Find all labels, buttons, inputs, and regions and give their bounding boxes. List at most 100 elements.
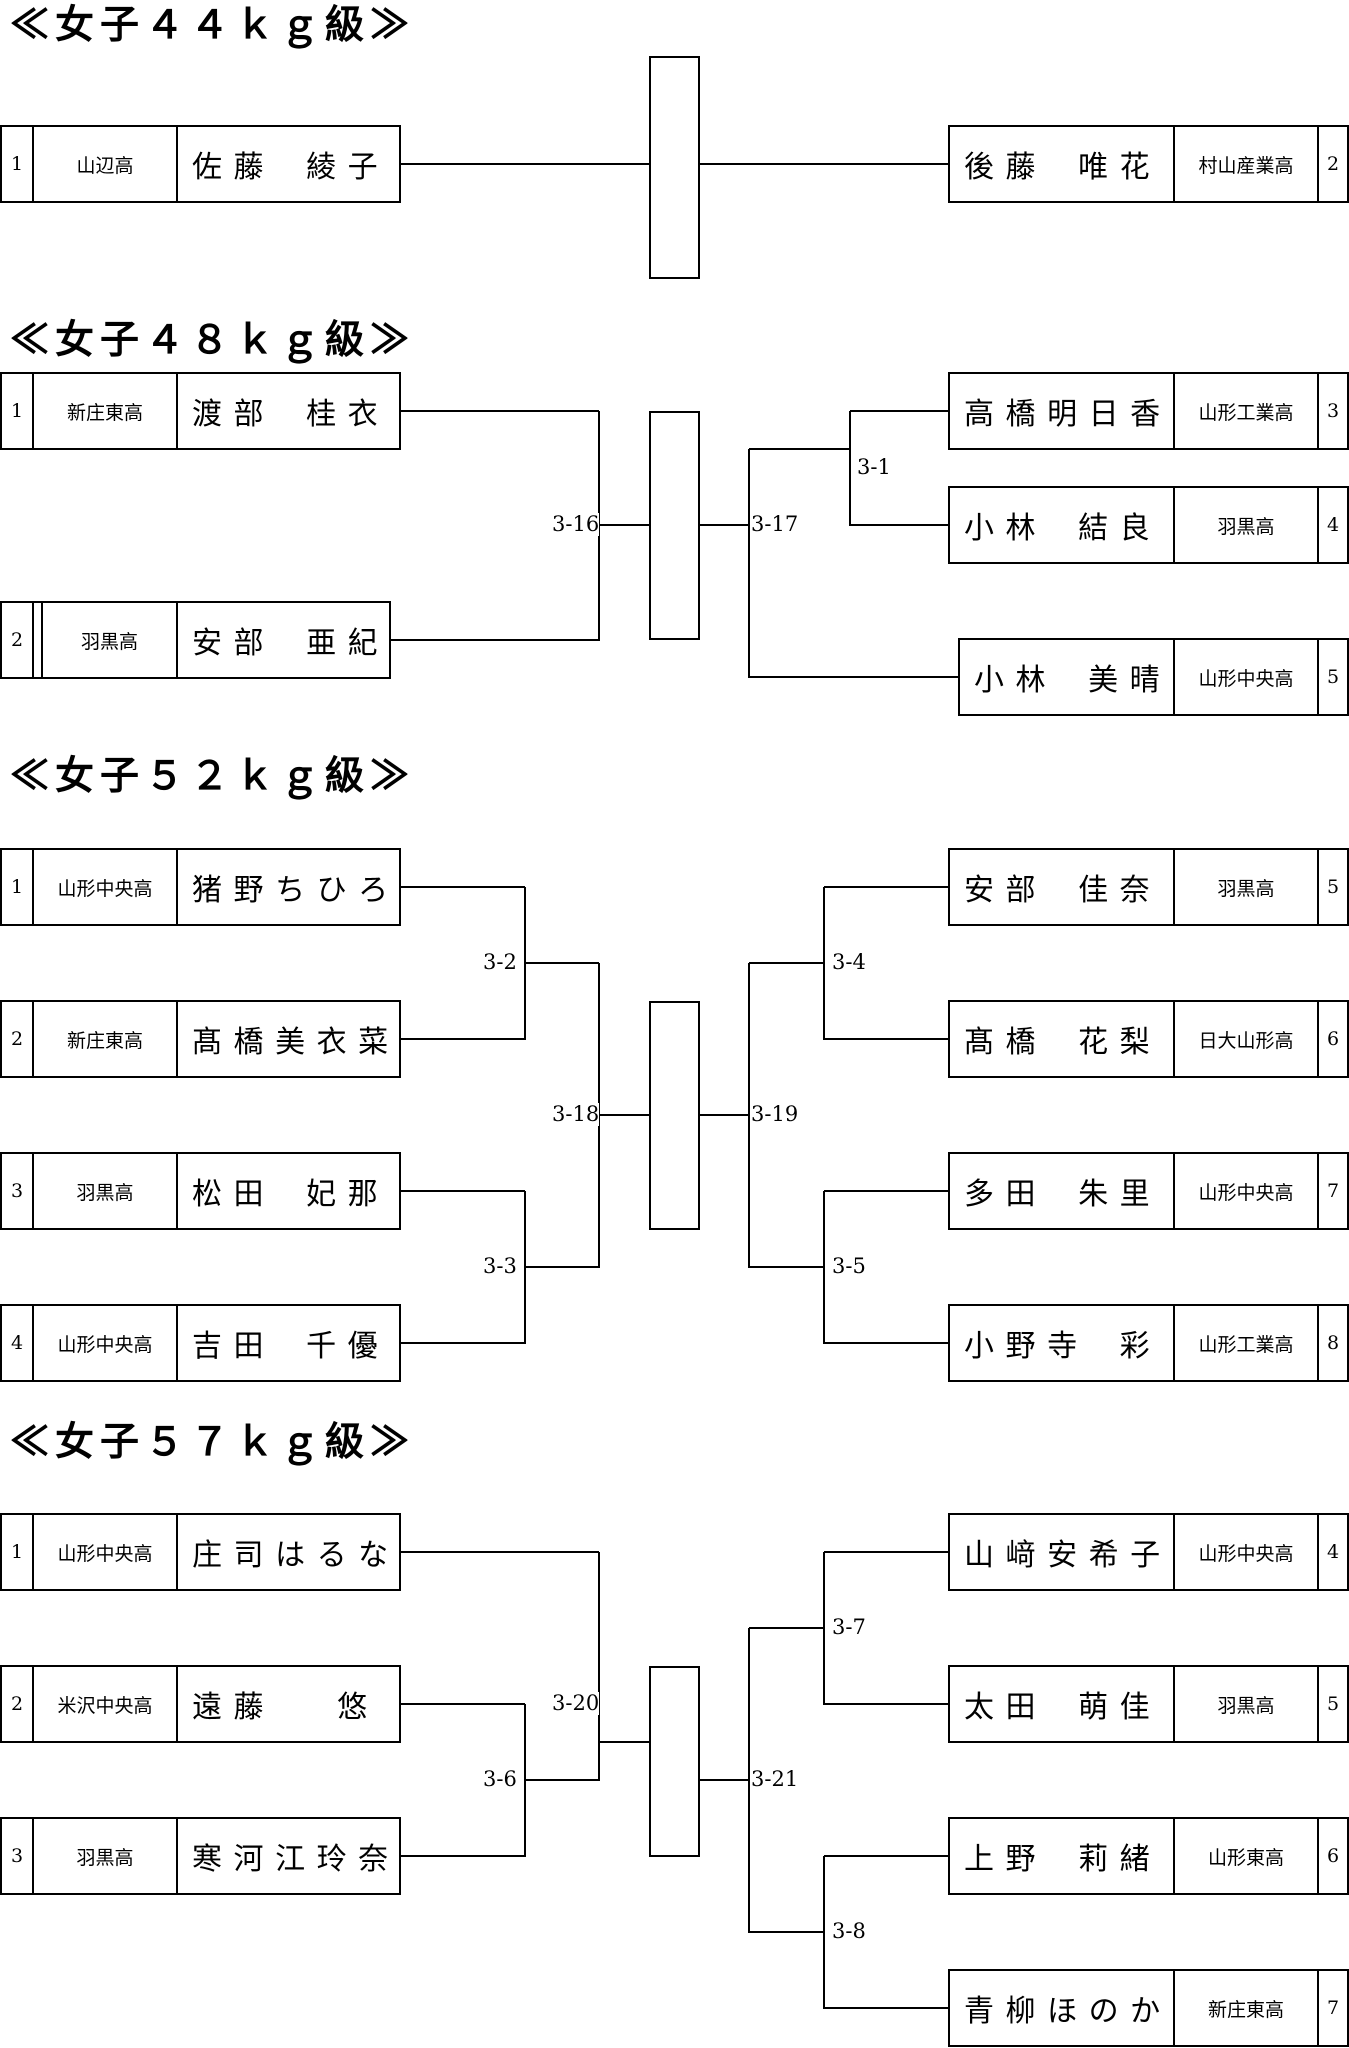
- athlete-name: 上 野 莉 緒: [964, 1842, 1151, 1877]
- connector-line: [824, 1551, 949, 1553]
- connector-line: [699, 1779, 749, 1781]
- school-name: 羽黒高: [1173, 850, 1317, 924]
- athlete-name: 髙 橋 美 衣 菜: [176, 1002, 399, 1076]
- athlete-name: 小 野 寺 彩: [964, 1329, 1151, 1364]
- school-name: 山形中央高: [32, 1306, 176, 1380]
- connector-line: [849, 411, 851, 526]
- connector-line: [400, 163, 650, 165]
- connector-line: [400, 1855, 525, 1857]
- connector-line: [749, 1266, 824, 1268]
- connector-line: [749, 1931, 824, 1933]
- seed-number: 4: [1317, 488, 1347, 562]
- result-box: [649, 411, 700, 640]
- connector-line: [748, 1628, 750, 1933]
- connector-line: [525, 962, 599, 964]
- match-number: 3-19: [751, 1102, 799, 1126]
- connector-line: [400, 410, 599, 412]
- match-number: 3-16: [552, 512, 600, 536]
- seed-number: 2: [10, 1028, 24, 1050]
- seed-number: 2: [1317, 127, 1347, 201]
- connector-line: [824, 2007, 949, 2009]
- connector-line: [699, 163, 949, 165]
- school-name: 米沢中央高: [32, 1667, 176, 1741]
- seed-number: 4: [1317, 1515, 1347, 1589]
- seed-number: 5: [1317, 640, 1347, 714]
- match-number: 3-18: [552, 1102, 600, 1126]
- connector-line: [525, 1266, 599, 1268]
- entry-left: 3 羽黒高寒 河 江 玲 奈: [0, 1817, 401, 1895]
- connector-line: [748, 963, 750, 1268]
- athlete-name: 渡 部 桂 衣: [176, 374, 399, 448]
- seed-number: 5: [1317, 850, 1347, 924]
- connector-line: [599, 1114, 650, 1116]
- weight-class-title: ≪女子５７ｋｇ級≫: [10, 1419, 416, 1465]
- connector-line: [850, 524, 949, 526]
- seed-number: 2: [10, 1693, 24, 1715]
- school-name: 羽黒高: [1173, 1667, 1317, 1741]
- weight-class-title: ≪女子４８ｋｇ級≫: [10, 317, 416, 363]
- connector-line: [400, 1342, 525, 1344]
- seed-number: 1: [10, 153, 24, 175]
- school-name: 羽黒高: [32, 1819, 176, 1893]
- athlete-name: 高 橋 明 日 香: [964, 397, 1162, 432]
- connector-line: [748, 449, 750, 678]
- athlete-name: 太 田 萌 佳: [964, 1690, 1151, 1725]
- seed-number: 6: [1317, 1819, 1347, 1893]
- seed-number: 3: [10, 1845, 24, 1867]
- connector-line: [699, 524, 749, 526]
- match-number: 3-17: [751, 512, 799, 536]
- result-box: [649, 1666, 700, 1857]
- seed-number: 2: [10, 629, 24, 651]
- seed-number: 6: [1317, 1002, 1347, 1076]
- weight-class-title: ≪女子５２ｋｇ級≫: [10, 753, 416, 799]
- athlete-name: 小 林 結 良: [964, 511, 1151, 546]
- athlete-name: 遠 藤 悠: [176, 1667, 399, 1741]
- match-number: 3-4: [832, 950, 866, 974]
- school-name: 新庄東高: [1173, 1971, 1317, 2045]
- connector-line: [400, 1551, 599, 1553]
- athlete-name: 猪 野 ち ひ ろ: [176, 850, 399, 924]
- seed-number: 1: [10, 876, 24, 898]
- connector-line: [823, 1856, 825, 2009]
- entry-left: 1 山形中央高猪 野 ち ひ ろ: [0, 848, 401, 926]
- connector-line: [824, 1342, 949, 1344]
- entry-left: 2 米沢中央高遠 藤 悠: [0, 1665, 401, 1743]
- athlete-name: 庄 司 は る な: [176, 1515, 399, 1589]
- athlete-name: 小 林 美 晴: [974, 663, 1161, 698]
- match-number: 3-5: [832, 1254, 866, 1278]
- school-name: 羽黒高: [41, 603, 176, 677]
- result-box: [649, 56, 700, 279]
- connector-line: [824, 1038, 949, 1040]
- school-name: 山形中央高: [1173, 640, 1317, 714]
- match-number: 3-7: [832, 1615, 866, 1639]
- connector-line: [850, 410, 949, 412]
- connector-line: [525, 1779, 599, 1781]
- seed-number: 1: [10, 400, 24, 422]
- school-name: 山形中央高: [32, 850, 176, 924]
- connector-line: [824, 1855, 949, 1857]
- connector-line: [400, 1038, 525, 1040]
- match-number: 3-3: [483, 1254, 517, 1278]
- athlete-name: 寒 河 江 玲 奈: [176, 1819, 399, 1893]
- athlete-name: 髙 橋 花 梨: [964, 1025, 1151, 1060]
- school-name: 山辺高: [32, 127, 176, 201]
- match-number: 3-8: [832, 1919, 866, 1943]
- divider: [32, 603, 41, 677]
- seed-number: 7: [1317, 1154, 1347, 1228]
- match-number: 3-6: [483, 1767, 517, 1791]
- school-name: 山形東高: [1173, 1819, 1317, 1893]
- match-number: 3-20: [552, 1691, 600, 1715]
